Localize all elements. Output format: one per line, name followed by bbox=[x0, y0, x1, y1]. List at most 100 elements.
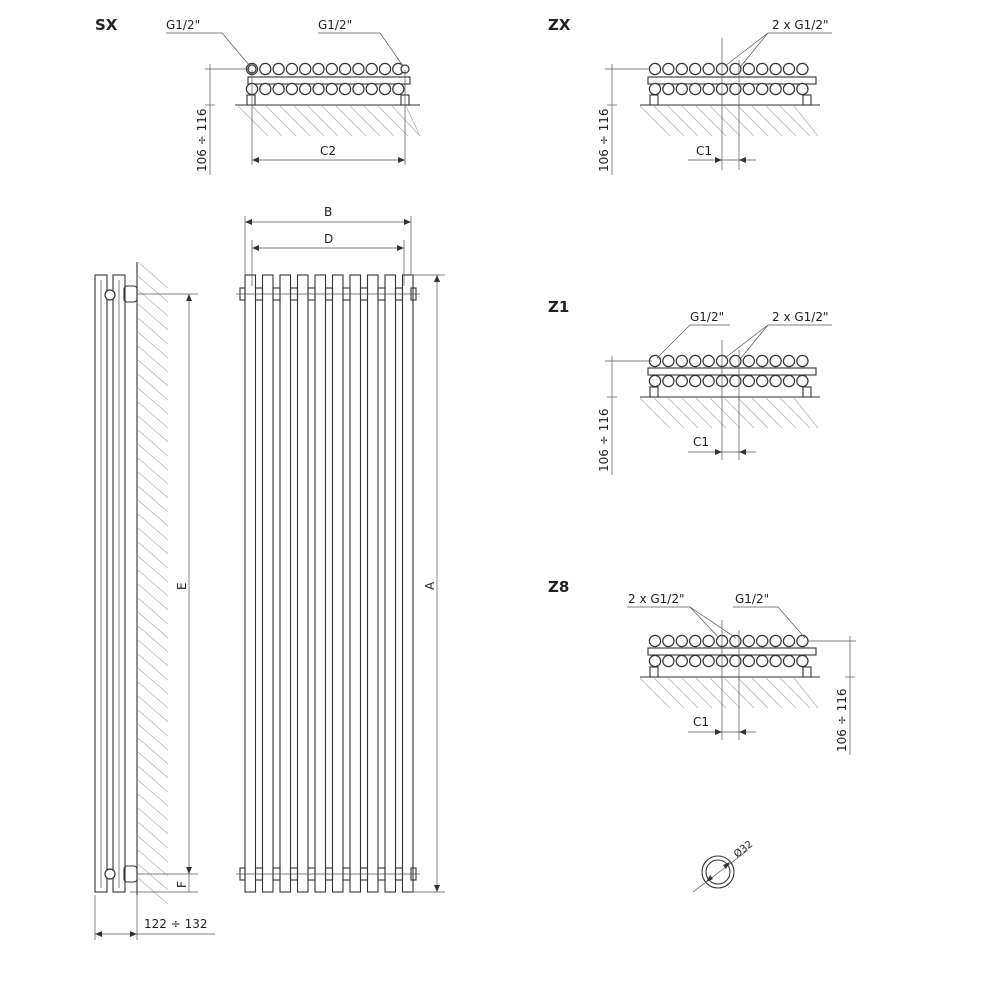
radiator-tube bbox=[756, 654, 769, 668]
hatch-line bbox=[681, 677, 713, 709]
hatch-line bbox=[293, 105, 325, 137]
hatch-line bbox=[737, 105, 769, 137]
radiator-tube bbox=[338, 82, 352, 96]
hatch-line bbox=[695, 105, 727, 137]
hatch-line bbox=[137, 695, 169, 723]
radiator-tube bbox=[729, 82, 742, 96]
hatch-line bbox=[667, 677, 699, 709]
radiator-tube bbox=[742, 354, 756, 368]
front-tube bbox=[314, 274, 327, 893]
radiator-tube bbox=[378, 62, 392, 76]
radiator-tube bbox=[365, 62, 378, 76]
radiator-tube bbox=[675, 634, 689, 648]
hatch-line bbox=[237, 105, 269, 137]
radiator-tube bbox=[729, 62, 742, 76]
radiator-tube bbox=[796, 374, 809, 388]
radiator-tube bbox=[285, 62, 299, 76]
left-foot bbox=[649, 666, 659, 678]
hatch-line bbox=[667, 105, 699, 137]
hatch-line bbox=[307, 105, 339, 137]
radiator-tube bbox=[702, 354, 715, 368]
hatch-line bbox=[137, 737, 169, 765]
hatch-line bbox=[137, 821, 169, 849]
hatch-line bbox=[321, 105, 353, 137]
side-tube-back bbox=[112, 274, 126, 893]
leader-line bbox=[221, 32, 251, 67]
hatch-line bbox=[137, 723, 169, 751]
hatch-line bbox=[751, 677, 783, 709]
radiator-tube bbox=[729, 654, 742, 668]
radiator-tube bbox=[259, 62, 272, 76]
radiator-tube bbox=[675, 82, 689, 96]
hatch-line bbox=[137, 653, 169, 681]
hatch-line bbox=[137, 429, 169, 457]
tube-inner-circle bbox=[705, 859, 731, 885]
front-tube bbox=[279, 274, 292, 893]
hatch-line bbox=[137, 387, 169, 415]
left-foot bbox=[649, 94, 659, 106]
hatch-line bbox=[695, 397, 727, 429]
leader-line bbox=[724, 324, 769, 359]
tube-cross-section: Ø32 bbox=[692, 838, 755, 893]
radiator-tube bbox=[365, 82, 378, 96]
hatch-line bbox=[363, 105, 395, 137]
radiator-tube bbox=[312, 62, 325, 76]
radiator-tube bbox=[796, 82, 809, 96]
hatch-line bbox=[137, 681, 169, 709]
collector-bar bbox=[647, 647, 817, 656]
hatch-line bbox=[793, 397, 819, 429]
left-foot bbox=[246, 94, 256, 106]
view-sx-heading: SX bbox=[95, 16, 118, 34]
radiator-tube bbox=[689, 82, 702, 96]
hatch-line bbox=[137, 625, 169, 653]
radiator-tube bbox=[662, 654, 675, 668]
radiator-tube bbox=[782, 374, 796, 388]
view-zx-floor-hatch bbox=[639, 105, 819, 137]
right-foot bbox=[802, 666, 812, 678]
z1-spacing-dimension: C1 bbox=[693, 435, 709, 449]
z8-spacing-dimension: C1 bbox=[693, 715, 709, 729]
radiator-tube bbox=[702, 374, 715, 388]
diameter-leader bbox=[692, 849, 749, 893]
radiator-tube bbox=[769, 62, 782, 76]
leader-line bbox=[724, 32, 769, 67]
radiator-tube bbox=[769, 654, 782, 668]
radiator-tube bbox=[742, 82, 756, 96]
right-foot bbox=[802, 94, 812, 106]
collector-bar bbox=[647, 76, 817, 85]
zx-spacing-dimension: C1 bbox=[696, 144, 712, 158]
radiator-tube bbox=[338, 62, 352, 76]
hatch-line bbox=[765, 105, 797, 137]
hatch-line bbox=[709, 105, 741, 137]
hatch-line bbox=[137, 499, 169, 527]
radiator-tube bbox=[285, 82, 299, 96]
hatch-line bbox=[137, 779, 169, 807]
dimension-arrows bbox=[715, 449, 746, 455]
hatch-line bbox=[137, 569, 169, 597]
hatch-line bbox=[391, 105, 421, 137]
radiator-tube bbox=[662, 82, 675, 96]
z1-single-connector-label: G1/2" bbox=[690, 310, 724, 324]
hatch-line bbox=[137, 373, 169, 401]
leader-line bbox=[740, 32, 769, 67]
leader-line bbox=[656, 324, 691, 359]
hatch-line bbox=[137, 877, 169, 905]
radiator-tube bbox=[662, 374, 675, 388]
radiator-tube bbox=[756, 634, 769, 648]
radiator-tube bbox=[662, 354, 675, 368]
radiator-tube bbox=[392, 82, 405, 96]
hatch-line bbox=[681, 105, 713, 137]
hatch-line bbox=[793, 677, 819, 709]
radiator-tube bbox=[312, 82, 325, 96]
z8-height-dimension: 106 ÷ 116 bbox=[835, 689, 849, 753]
radiator-tube bbox=[648, 62, 662, 76]
leader-line bbox=[379, 32, 404, 67]
hatch-line bbox=[779, 105, 811, 137]
hatch-line bbox=[137, 485, 169, 513]
radiator-tube bbox=[352, 82, 365, 96]
radiator-tube bbox=[702, 654, 715, 668]
radiator-tube bbox=[702, 634, 715, 648]
hatch-line bbox=[137, 541, 169, 569]
view-z1: Z1 G1/2" 2 x G1/2" 106 ÷ 116 C1 bbox=[548, 298, 832, 475]
hatch-line bbox=[639, 397, 671, 429]
